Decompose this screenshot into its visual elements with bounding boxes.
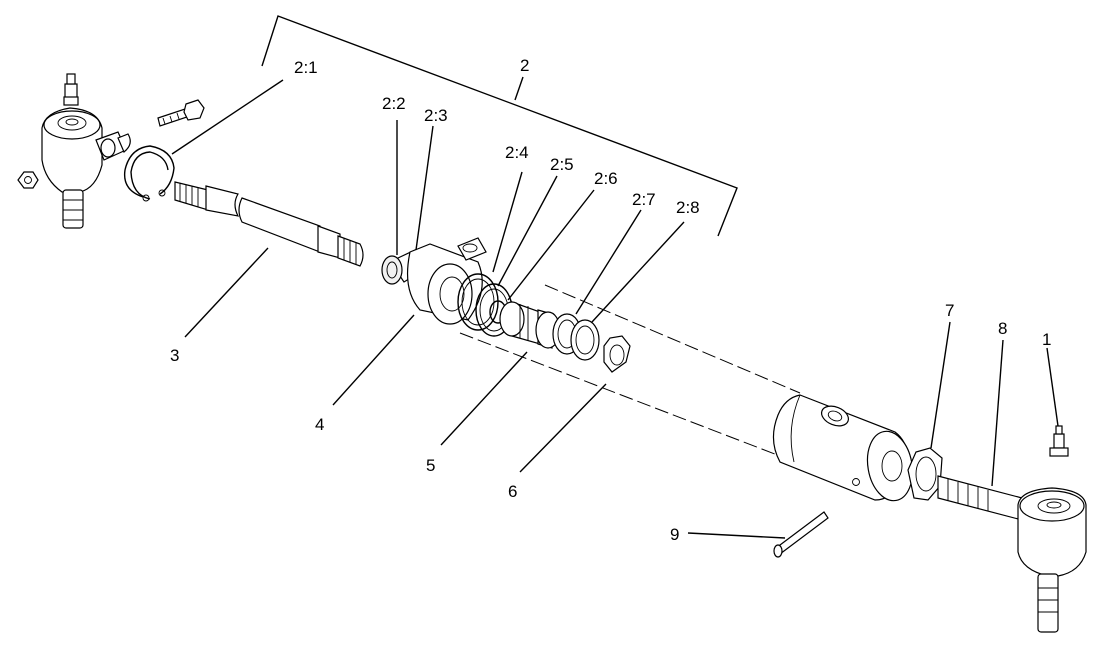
right-lock-nut <box>907 447 943 501</box>
callout-labels: 2 2:1 2:2 2:3 2:4 2:5 2:6 2:7 2:8 3 4 5 … <box>170 56 1051 544</box>
callout-3: 3 <box>170 346 179 365</box>
callout-4: 4 <box>315 415 324 434</box>
callout-2-5: 2:5 <box>550 155 574 174</box>
clamp-bolt <box>157 99 205 127</box>
callout-2-1: 2:1 <box>294 58 318 77</box>
callout-2-6: 2:6 <box>594 169 618 188</box>
circlip-2-1 <box>123 145 175 202</box>
piston-rings <box>552 313 600 361</box>
callout-2: 2 <box>520 56 529 75</box>
lock-nut <box>603 335 631 373</box>
leader-lines <box>171 79 1059 539</box>
piston-rod <box>174 181 364 267</box>
threaded-rod <box>937 475 1023 521</box>
split-pin <box>773 511 829 558</box>
callout-2-3: 2:3 <box>424 106 448 125</box>
right-ball-joint <box>1017 425 1087 633</box>
callout-1: 1 <box>1042 330 1051 349</box>
callout-7: 7 <box>945 301 954 320</box>
callout-2-2: 2:2 <box>382 94 406 113</box>
group-bracket-2 <box>261 15 738 237</box>
cylinder-body <box>459 284 914 502</box>
callout-2-4: 2:4 <box>505 143 529 162</box>
callout-8: 8 <box>998 319 1007 338</box>
callout-9: 9 <box>670 525 679 544</box>
callout-2-8: 2:8 <box>676 198 700 217</box>
callout-2-7: 2:7 <box>632 190 656 209</box>
callout-5: 5 <box>426 456 435 475</box>
left-ball-joint <box>17 73 131 229</box>
callout-6: 6 <box>508 482 517 501</box>
piston <box>499 301 561 349</box>
